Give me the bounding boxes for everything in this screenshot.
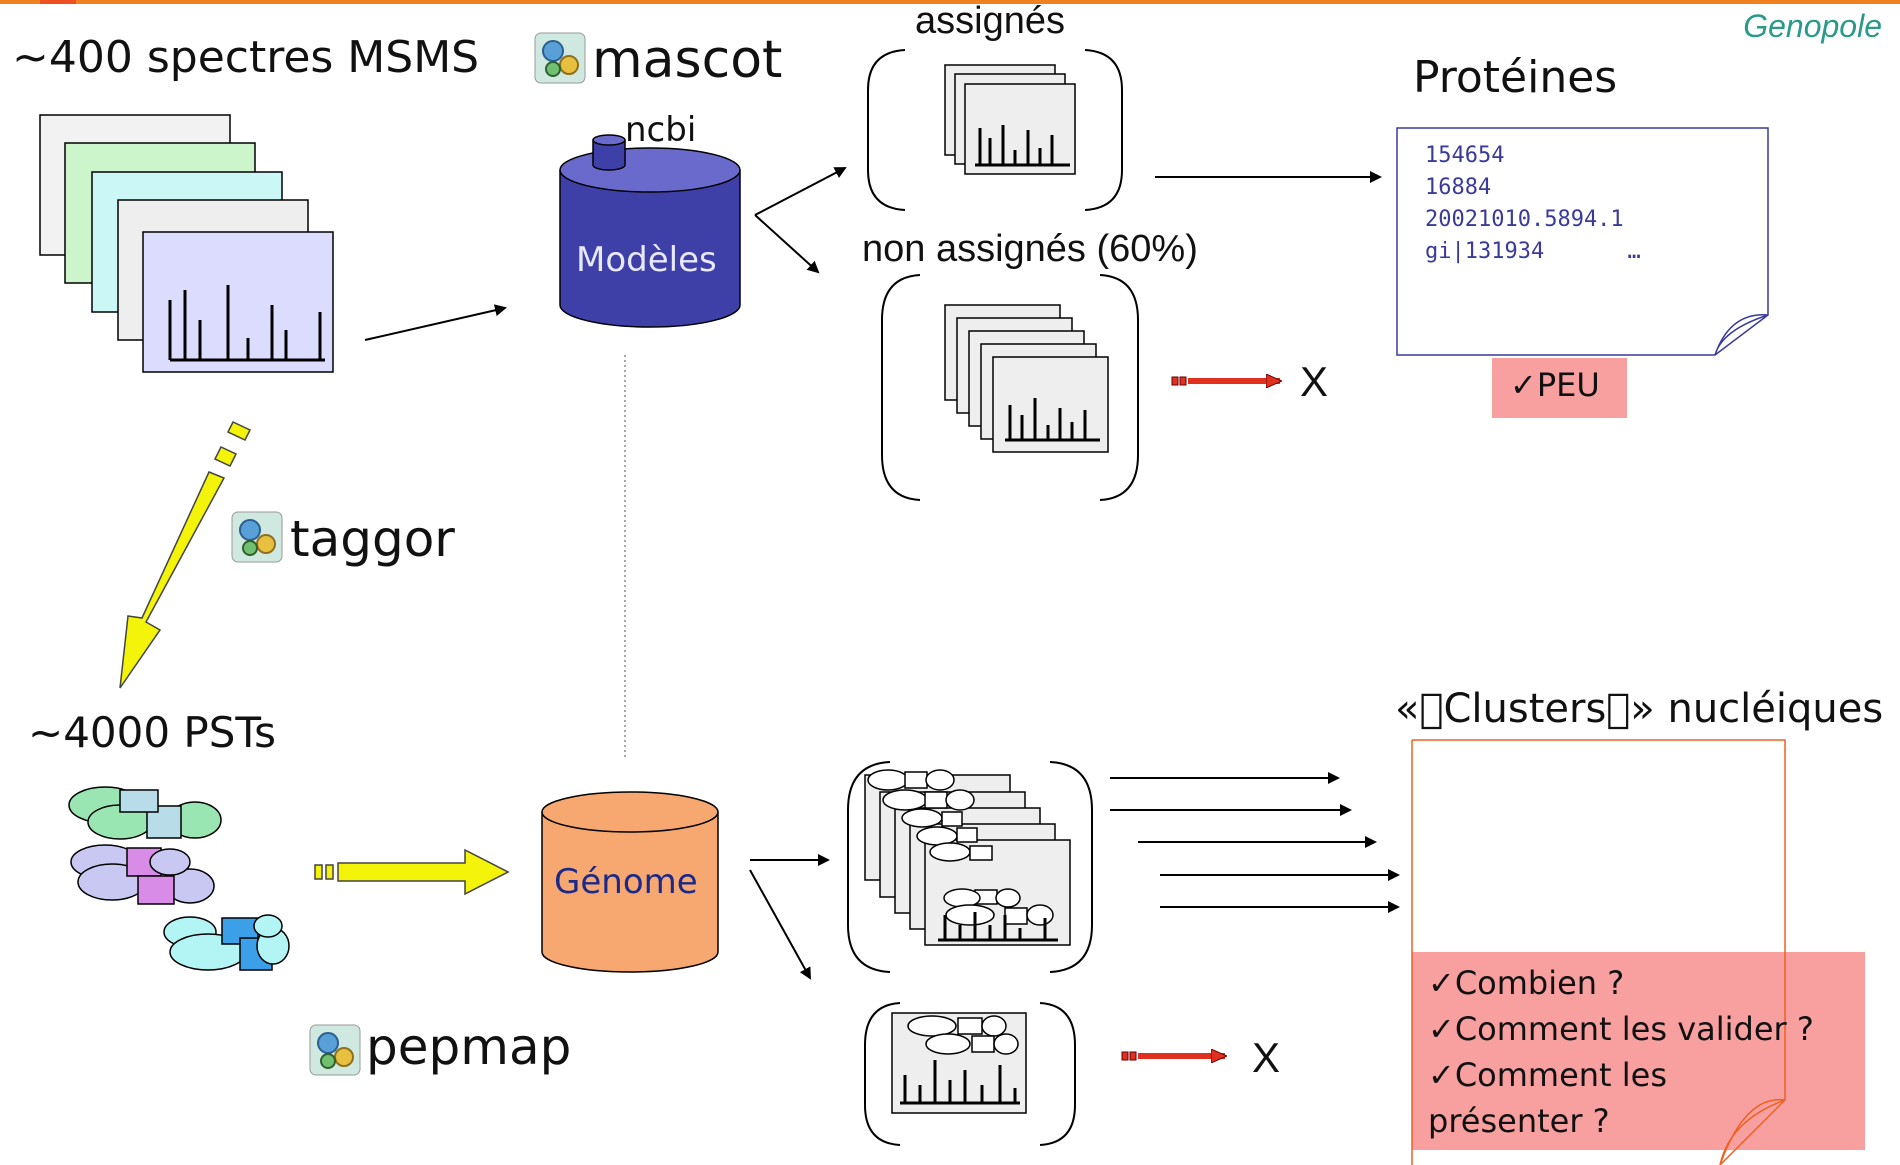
assigned-label: assignés xyxy=(915,0,1065,42)
clusters-note-line: ✓Comment les xyxy=(1428,1056,1668,1094)
psts-label: ~4000 PSTs xyxy=(28,708,277,757)
pst-clusters xyxy=(68,786,290,971)
assigned-spectra-stack xyxy=(944,64,1076,175)
proteins-note: ✓PEU xyxy=(1510,366,1600,404)
protein-line-ellipsis: … xyxy=(1627,239,1641,264)
arrow-models-to-assigned xyxy=(754,167,847,216)
unassigned-label: non assignés (60%) xyxy=(862,228,1198,270)
proteins-note-box xyxy=(1492,358,1627,418)
clusters-note-line: présenter ? xyxy=(1428,1102,1610,1140)
proteins-title: Protéines xyxy=(1413,52,1618,103)
genome-label: Génome xyxy=(554,862,698,902)
header-corner-mark xyxy=(40,0,76,4)
reject-arrow-icon xyxy=(1171,377,1280,385)
unassigned-reject-x: X xyxy=(1300,358,1329,405)
database-icon xyxy=(559,134,741,328)
clusters-note-line: ✓Combien ? xyxy=(1428,964,1625,1002)
proteins-list: 154654 16884 20021010.5894.1 gi|131934 … xyxy=(1425,140,1641,268)
gear-icon xyxy=(231,511,283,563)
arrow-spectra-to-models xyxy=(364,304,507,341)
genome-matches-bracket xyxy=(847,761,1093,973)
unassigned-spectra-stack xyxy=(944,304,1109,453)
spectrum-icon xyxy=(168,285,325,362)
gear-icon xyxy=(309,1024,361,1076)
clusters-notes: ✓Combien ? ✓Comment les valider ? ✓Comme… xyxy=(1428,960,1814,1144)
taggor-label: taggor xyxy=(290,510,455,568)
protein-line: 154654 xyxy=(1425,143,1505,168)
spectra-label: ~400 spectres MSMS xyxy=(12,32,480,83)
protein-line: 16884 xyxy=(1425,175,1492,200)
yellow-arrow-icon xyxy=(314,848,510,896)
clusters-title: « Clusters » nucléiques xyxy=(1395,686,1884,732)
protein-line: gi|131934 … xyxy=(1425,236,1641,268)
header-accent-bar xyxy=(0,0,1900,4)
clusters-note-box xyxy=(1412,952,1865,1150)
unassigned-bracket xyxy=(881,274,1139,501)
genome-matches-stack xyxy=(864,769,1071,946)
arrows-to-clusters xyxy=(1110,772,1400,913)
clusters-document xyxy=(1411,739,1786,1165)
brand-label: Genopole xyxy=(1743,8,1882,44)
protein-line-id: gi|131934 xyxy=(1425,239,1545,264)
single-match-bracket xyxy=(864,1002,1076,1146)
reject-arrow-icon xyxy=(1121,1052,1225,1060)
gear-icon xyxy=(534,32,586,84)
spectra-stack xyxy=(39,114,334,373)
protein-line: 20021010.5894.1 xyxy=(1425,207,1624,232)
proteins-document xyxy=(1396,127,1769,356)
arrow-models-to-unassigned xyxy=(754,214,820,274)
assigned-bracket xyxy=(867,49,1123,211)
taggor-arrow-icon xyxy=(119,421,252,689)
arrow-genome-to-single xyxy=(749,869,811,980)
pepmap-label: pepmap xyxy=(366,1018,572,1076)
db-models-label: Modèles xyxy=(576,240,717,280)
genome-reject-x: X xyxy=(1252,1034,1281,1081)
mascot-label: mascot xyxy=(592,30,783,90)
clusters-note-line: ✓Comment les valider ? xyxy=(1428,1010,1814,1048)
db-ncbi-label: ncbi xyxy=(625,110,697,150)
single-match-card xyxy=(891,1012,1027,1114)
genome-database-icon xyxy=(541,791,719,973)
